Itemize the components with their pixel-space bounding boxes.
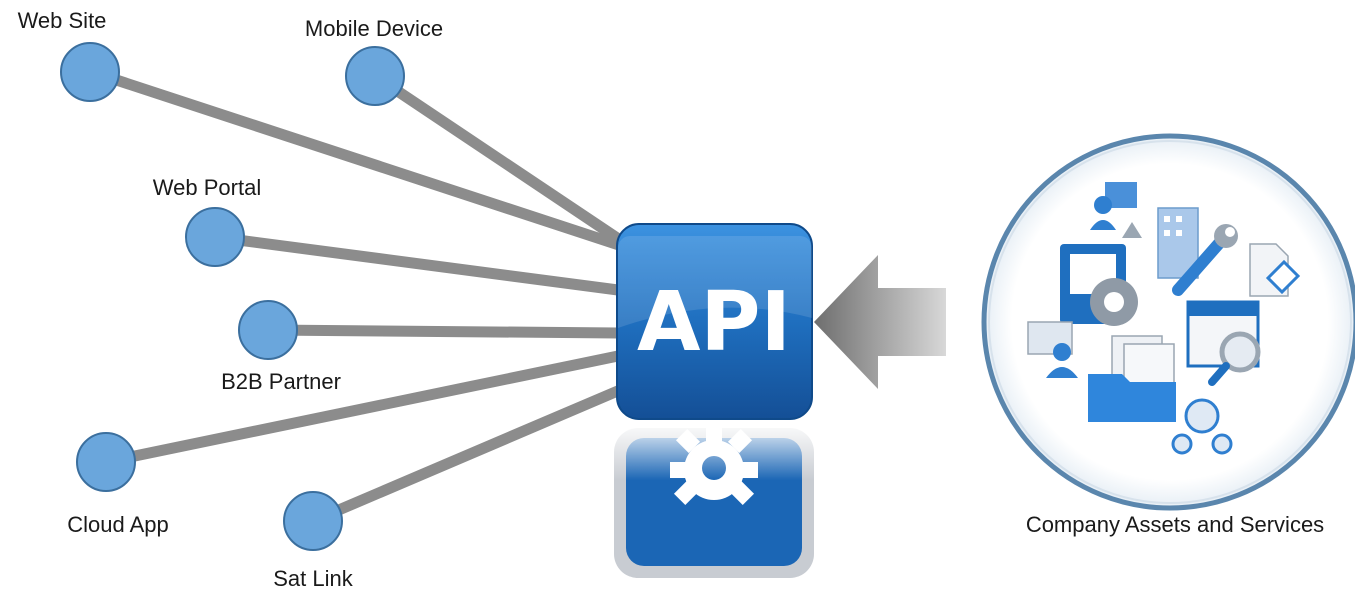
api-label: API xyxy=(637,275,791,370)
arrow-icon xyxy=(814,255,946,389)
label-web-portal: Web Portal xyxy=(153,175,261,200)
clipboard-gear-icon xyxy=(1060,244,1138,326)
document-tag-icon xyxy=(1249,243,1301,297)
node-sat-link xyxy=(283,491,343,551)
node-web-site xyxy=(60,42,120,102)
connector-cloud-app xyxy=(100,350,624,468)
wrench-icon xyxy=(1172,224,1238,296)
node-mobile-device xyxy=(345,46,405,106)
label-mobile-device: Mobile Device xyxy=(305,16,443,41)
node-cloud-app xyxy=(76,432,136,492)
api-reflection xyxy=(600,420,830,592)
label-web-site: Web Site xyxy=(18,8,107,33)
node-web-portal xyxy=(185,207,245,267)
assets-label: Company Assets and Services xyxy=(1026,512,1324,537)
api-box xyxy=(616,223,813,420)
label-b2b-partner: B2B Partner xyxy=(221,369,341,394)
users-icon xyxy=(1090,182,1142,238)
calendar-search-icon xyxy=(1186,300,1261,386)
connector-web-site xyxy=(86,66,628,252)
api-block: API xyxy=(600,223,830,592)
api-box-gloss xyxy=(618,236,812,328)
label-sat-link: Sat Link xyxy=(273,566,353,591)
connector-b2b-partner xyxy=(262,324,624,339)
connector-mobile-device xyxy=(369,70,632,250)
gauge-icon xyxy=(1171,398,1233,455)
client-nodes xyxy=(60,42,405,551)
assets-ring xyxy=(981,133,1355,511)
people-chart-icon xyxy=(1027,321,1078,378)
connector-sat-link xyxy=(307,384,626,527)
node-b2b-partner xyxy=(238,300,298,360)
label-cloud-app: Cloud App xyxy=(67,512,169,537)
connectors xyxy=(86,66,632,527)
connector-web-portal xyxy=(209,231,624,296)
folder-files-icon xyxy=(1088,335,1176,422)
